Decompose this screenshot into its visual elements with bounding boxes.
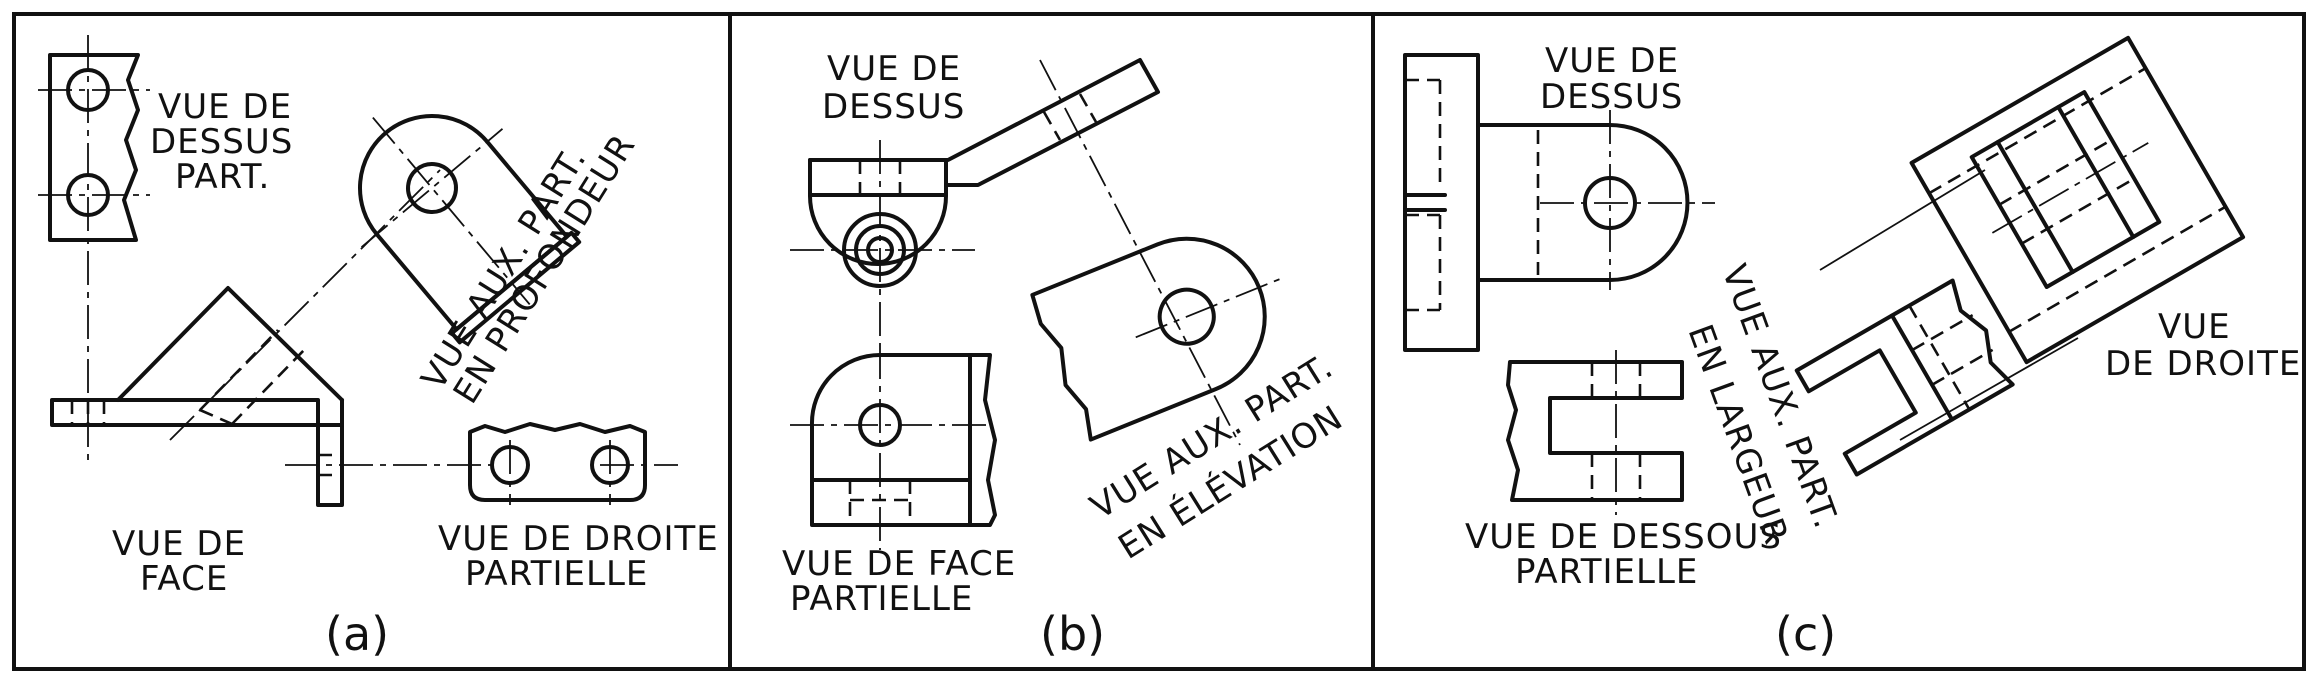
panel-c-projection-line-2	[1899, 337, 2079, 441]
panel-a-label-top-1: VUE DE	[158, 87, 292, 127]
panel-a-label-right-2: PARTIELLE	[465, 554, 648, 594]
panel-c-caption: (c)	[1775, 607, 1836, 661]
panel-a-label-front-2: FACE	[140, 559, 228, 599]
panel-c-right-view	[1909, 35, 2246, 365]
panel-c-auxiliary-view	[1794, 278, 2015, 477]
panel-b-partial-front-view	[790, 345, 997, 550]
panel-b-label-front-2: PARTIELLE	[790, 579, 973, 619]
panel-a-label-front-1: VUE DE	[112, 524, 246, 564]
panel-b: VUE DE DESSUS VUE AUX. PART. EN ÉLÉVATIO…	[782, 49, 1350, 661]
panel-a: VUE DE DESSUS PART. VUE AUX. PART. EN PR…	[38, 35, 719, 661]
panel-c-top-view	[1476, 110, 1715, 290]
drawing-frame	[12, 12, 2306, 671]
panel-a-front-view	[50, 169, 500, 507]
panel-b-label-top-1: VUE DE	[827, 49, 961, 89]
panel-c-label-top-1: VUE DE	[1545, 41, 1679, 81]
panel-c-label-bottom-2: PARTIELLE	[1515, 552, 1698, 592]
panel-a-label-top-3: PART.	[175, 157, 270, 197]
panel-c-label-top-2: DESSUS	[1540, 77, 1683, 117]
panel-b-caption: (b)	[1040, 607, 1105, 661]
panel-c-label-right-1: VUE	[2158, 307, 2231, 347]
panel-a-caption: (a)	[325, 607, 389, 661]
panel-c: VUE DE DESSUS VUE AUX. PART. EN LARGEUR …	[1403, 35, 2301, 661]
panel-c-partial-bottom-view	[1506, 350, 1684, 515]
panel-a-label-right-1: VUE DE DROITE	[438, 519, 719, 559]
panel-c-label-bottom-1: VUE DE DESSOUS	[1465, 517, 1782, 557]
panel-a-partial-right-view	[468, 422, 678, 505]
panel-a-label-top-2: DESSUS	[150, 122, 293, 162]
panel-c-side-view	[1403, 53, 1480, 352]
panel-b-label-top-2: DESSUS	[822, 87, 965, 127]
panel-a-partial-top-view	[38, 35, 150, 460]
panel-a-auxiliary-view	[358, 114, 582, 345]
panel-b-auxiliary-view	[1030, 236, 1285, 442]
panel-b-label-front-1: VUE DE FACE	[782, 544, 1016, 584]
panel-c-label-right-2: DE DROITE	[2105, 344, 2301, 384]
panel-c-projection-line-1	[1819, 169, 1986, 271]
